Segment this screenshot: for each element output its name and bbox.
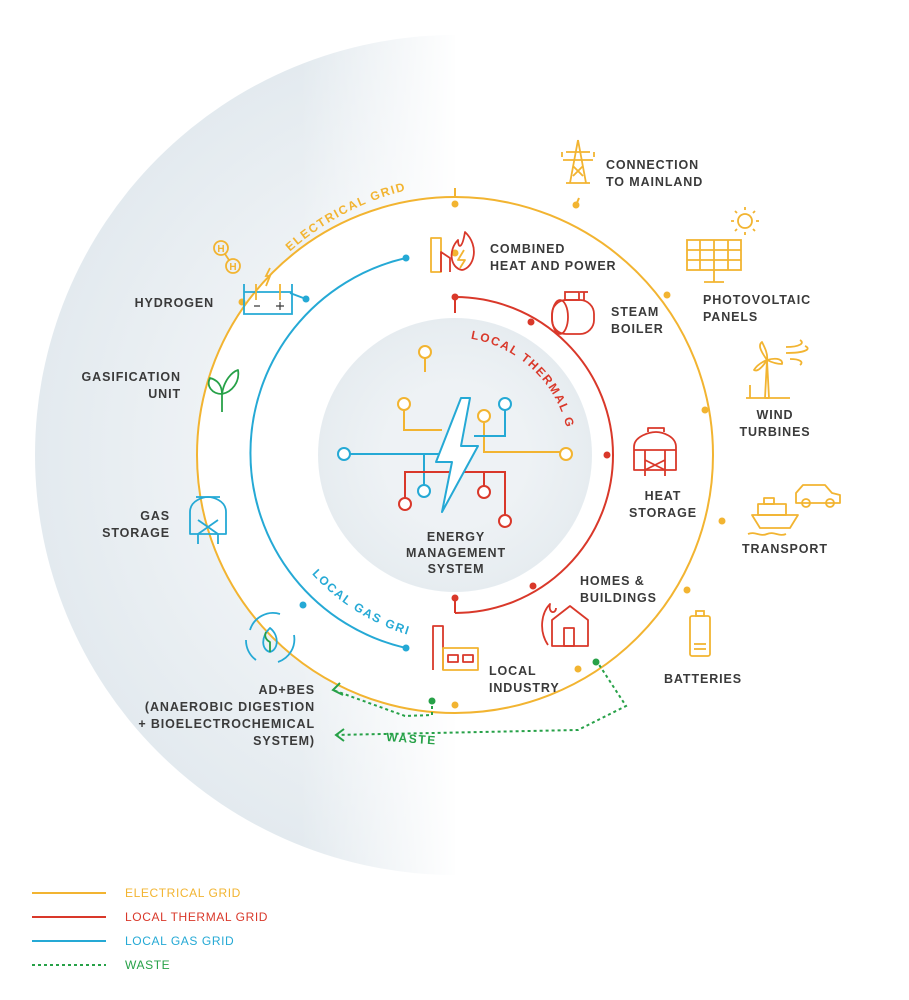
legend-label: WASTE: [125, 958, 170, 972]
transport-label: TRANSPORT: [742, 542, 828, 556]
electrical-grid-ring: [196, 188, 726, 714]
steam-label-1: STEAM: [611, 305, 659, 319]
heat-storage-icon: [633, 427, 677, 476]
homes-label-2: BUILDINGS: [580, 591, 657, 605]
industry-label-1: LOCAL: [489, 664, 537, 678]
lightning-bolt-icon: [435, 397, 479, 513]
legend-label: ELECTRICAL GRID: [125, 886, 241, 900]
legend-item: WASTE: [32, 958, 170, 972]
transport-icon: [747, 484, 841, 536]
battery-icon: [689, 610, 711, 657]
steam-boiler-icon: [551, 291, 595, 335]
waste-flow: [332, 659, 628, 736]
gasification-label-1: GASIFICATION: [82, 370, 181, 384]
leaf-icon: [207, 369, 240, 412]
thermal-grid-arc: [451, 293, 614, 614]
legend: ELECTRICAL GRID LOCAL THERMAL GRID LOCAL…: [32, 886, 268, 972]
solar-panel-icon: [686, 207, 759, 283]
legend-item: LOCAL THERMAL GRID: [32, 910, 268, 924]
homes-icon: [541, 603, 589, 647]
background-halo: [35, 30, 713, 880]
waste-arrow-icon: [331, 682, 344, 696]
gas-storage-label-2: STORAGE: [102, 526, 170, 540]
homes-label-1: HOMES &: [580, 574, 645, 588]
hydrogen-icon: [213, 240, 293, 315]
adbes-label-1: AD+BES: [259, 683, 315, 697]
chp-label-2: HEAT AND POWER: [490, 259, 617, 273]
wind-label-2: TURBINES: [739, 425, 810, 439]
center-label-3: SYSTEM: [428, 562, 485, 576]
pv-label-2: PANELS: [703, 310, 758, 324]
hydrogen-label: HYDROGEN: [135, 296, 214, 310]
factory-icon: [432, 625, 479, 671]
adbes-label-3: + BIOELECTROCHEMICAL: [138, 717, 315, 731]
power-pylon-icon: [561, 139, 595, 184]
gas-storage-label-1: GAS: [140, 509, 170, 523]
wind-label-1: WIND: [757, 408, 794, 422]
hydrogen-atom-glyph: H: [217, 244, 224, 255]
legend-label: LOCAL THERMAL GRID: [125, 910, 268, 924]
wind-turbine-icon: [746, 339, 809, 399]
gas-storage-icon: [189, 496, 227, 544]
center-label-2: MANAGEMENT: [406, 546, 506, 560]
center-label-1: ENERGY: [427, 530, 485, 544]
connection-label-2: TO MAINLAND: [606, 175, 703, 189]
steam-label-2: BOILER: [611, 322, 664, 336]
adbes-label-2: (ANAEROBIC DIGESTION: [145, 700, 315, 714]
legend-item: LOCAL GAS GRID: [32, 934, 234, 948]
recycle-biogas-icon: [245, 612, 296, 663]
heat-label-1: HEAT: [645, 489, 682, 503]
connection-label-1: CONNECTION: [606, 158, 699, 172]
gasification-label-2: UNIT: [148, 387, 181, 401]
energy-management-hub: [337, 345, 573, 528]
industry-label-2: INDUSTRY: [489, 681, 560, 695]
waste-label: WASTE: [386, 730, 438, 748]
legend-item: ELECTRICAL GRID: [32, 886, 241, 900]
hydrogen-atom-glyph: H: [229, 262, 236, 273]
chp-label-1: COMBINED: [490, 242, 565, 256]
chp-plant-icon: [430, 231, 475, 273]
pv-label-1: PHOTOVOLTAIC: [703, 293, 811, 307]
legend-label: LOCAL GAS GRID: [125, 934, 234, 948]
heat-label-2: STORAGE: [629, 506, 697, 520]
adbes-label-4: SYSTEM): [253, 734, 315, 748]
batteries-label: BATTERIES: [664, 672, 742, 686]
waste-arrow-icon: [334, 728, 345, 742]
